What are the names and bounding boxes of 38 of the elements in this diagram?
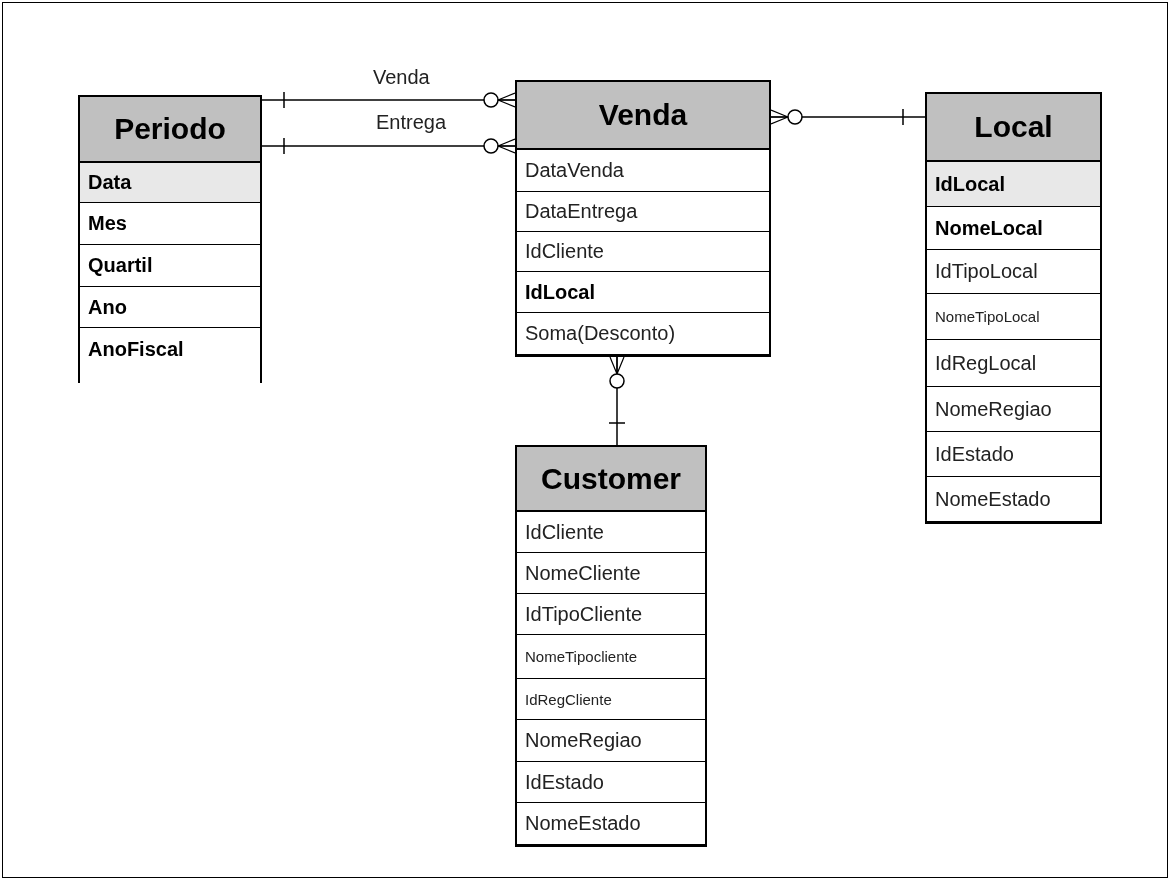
attribute-row: IdTipoLocal: [927, 250, 1100, 294]
attribute-row: IdCliente: [517, 232, 769, 272]
attribute-row: IdLocal: [517, 272, 769, 313]
attribute-row: DataVenda: [517, 150, 769, 192]
entity-table: [925, 92, 1102, 524]
attribute-row: IdEstado: [517, 762, 705, 803]
attribute-row: NomeLocal: [927, 207, 1100, 250]
relationship-line: [770, 108, 926, 126]
table-header: Customer: [517, 447, 705, 512]
attribute-row: Soma(Desconto): [517, 313, 769, 355]
attribute-row: IdLocal: [927, 162, 1100, 207]
attribute-row: IdRegLocal: [927, 340, 1100, 387]
attribute-row: NomeRegiao: [927, 387, 1100, 432]
attribute-row: Mes: [80, 203, 260, 245]
relationship-line: [608, 356, 626, 446]
entity-table: [78, 95, 262, 383]
attribute-row: Ano: [80, 287, 260, 328]
table-header: Venda: [517, 82, 769, 150]
entity-table: [515, 445, 707, 847]
attribute-row: NomeTipocliente: [517, 635, 705, 679]
attribute-row: DataEntrega: [517, 192, 769, 232]
attribute-row: IdRegCliente: [517, 679, 705, 720]
attribute-row: IdEstado: [927, 432, 1100, 477]
attribute-row: NomeEstado: [927, 477, 1100, 522]
attribute-row: Data: [80, 163, 260, 203]
relationship-line: [261, 137, 516, 155]
relationship-line: [261, 91, 516, 109]
attribute-row: NomeCliente: [517, 553, 705, 594]
attribute-row-text: AnoFiscal: [87, 337, 185, 362]
attribute-row: IdCliente: [517, 512, 705, 553]
attribute-row: NomeTipoLocal: [927, 294, 1100, 340]
attribute-row: NomeRegiao: [517, 720, 705, 762]
table-header: Local: [927, 94, 1100, 162]
table-header: Periodo: [80, 97, 260, 163]
attribute-row: IdTipoCliente: [517, 594, 705, 635]
attribute-row: Quartil: [80, 245, 260, 287]
entity-table: [515, 80, 771, 357]
attribute-row: NomeEstado: [517, 803, 705, 845]
